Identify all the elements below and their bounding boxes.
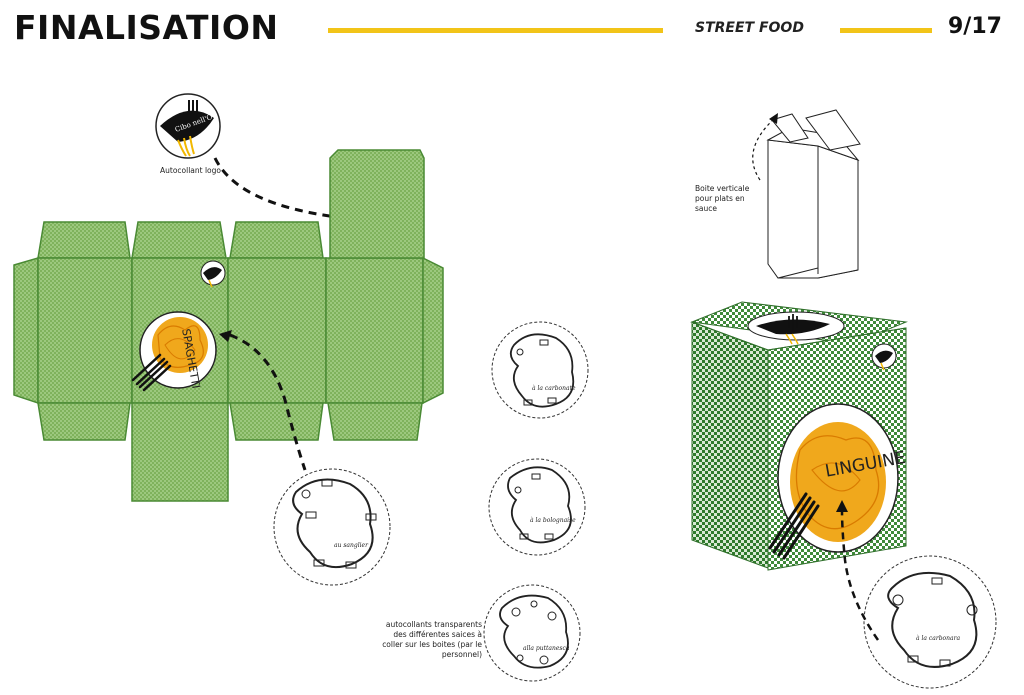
flavor-label: à la carbonara (916, 635, 960, 642)
page-title: FINALISATION (14, 8, 279, 47)
sauce-sticker-puttanesca: alla puttanesca (483, 584, 581, 682)
flavor-label: au sanglier (334, 542, 369, 549)
plate-arrow-head (219, 330, 232, 342)
caption-transparent-stickers: autocollants transparents des différente… (382, 620, 482, 659)
section-label: STREET FOOD (695, 20, 804, 36)
vertical-box-drawing (766, 109, 861, 279)
cube-arrow (840, 509, 880, 641)
net-logo-sticker (200, 260, 226, 288)
cube-arrow-head (836, 500, 848, 512)
header-rule-left (328, 28, 663, 33)
caption-logo-sticker: Autocollant logo (160, 166, 221, 175)
page-number: 9/17 (948, 14, 1002, 39)
flavor-label: à la carbonate (532, 385, 576, 392)
header-rule-right (840, 28, 932, 33)
sauce-sticker-sanglier: au sanglier (273, 468, 391, 586)
sauce-sticker-bolognaise: à la bolognaise (488, 458, 586, 556)
flavor-label: alla puttanesca (523, 645, 570, 652)
box-open-arrow (752, 117, 776, 181)
spaghetti-plate: SPAGHETTI (131, 311, 217, 392)
logo-sticker: Cibo nell'O (155, 93, 221, 159)
flavor-label: à la bolognaise (530, 517, 576, 524)
sauce-sticker-carbonara: à la carbonara (863, 555, 997, 689)
caption-vertical-box: Boite verticale pour plats en sauce (695, 184, 750, 213)
linguine-cube: LINGUINE (690, 301, 908, 571)
box-net (13, 149, 444, 502)
plate-arrow (229, 333, 307, 471)
box-open-arrow-head (769, 113, 778, 124)
sauce-sticker-carbonate: à la carbonate (491, 321, 589, 419)
